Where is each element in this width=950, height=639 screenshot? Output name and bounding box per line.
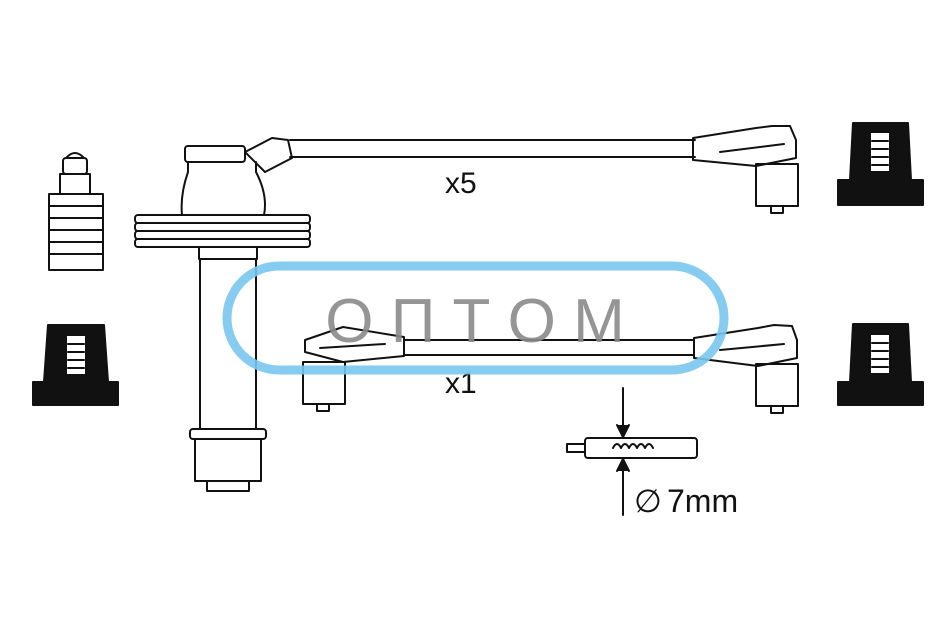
plug-boot-bottom-right	[837, 323, 924, 406]
quantity-label-top: x5	[445, 167, 477, 200]
lead-bottom	[302, 324, 799, 414]
spark-plug-terminal	[48, 152, 104, 271]
plug-boot-top-right	[837, 122, 924, 206]
diameter-label: 7mm	[667, 483, 738, 519]
watermark-text: О П Т О М	[325, 287, 624, 356]
cable-diameter-detail	[566, 387, 698, 516]
lead-top	[289, 125, 799, 214]
coil-boot	[134, 137, 311, 492]
watermark-ring	[222, 261, 729, 375]
plug-boot-left	[32, 324, 119, 406]
diameter-symbol: ∅	[634, 483, 662, 519]
watermark: О П Т О М	[222, 261, 729, 375]
